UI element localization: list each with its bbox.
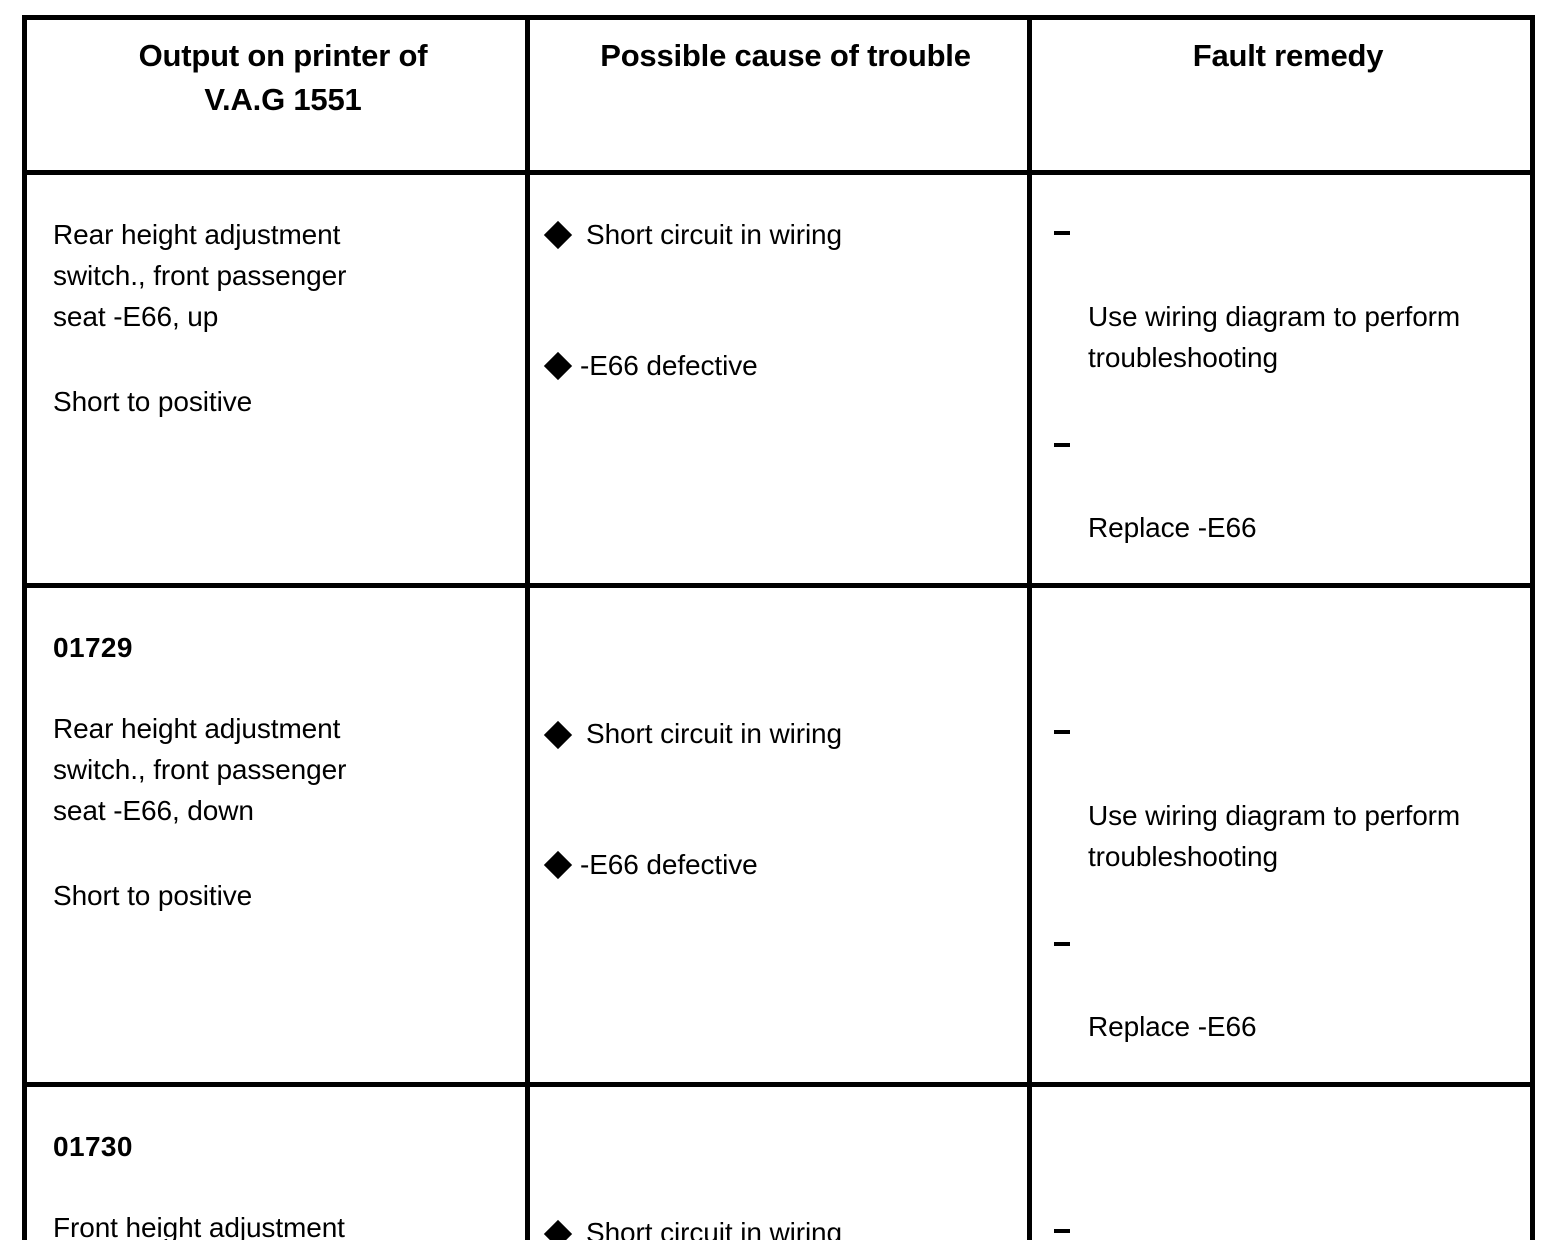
diamond-bullet-icon — [543, 352, 573, 381]
diamond-bullet-icon — [543, 221, 573, 250]
fault-description-text: Rear height adjustment switch., front pa… — [53, 219, 347, 332]
cause-list: Short circuit in wiring -E66 defective — [543, 215, 1009, 387]
fault-remedy-cell: Use wiring diagram to perform troublesho… — [1027, 583, 1535, 1088]
remedy-list-item: Replace -E66 — [1054, 427, 1512, 550]
diamond-bullet-icon — [543, 851, 573, 880]
remedy-list: Use wiring diagram to perform troublesho… — [1054, 1213, 1512, 1240]
table-header-row: Output on printer of V.A.G 1551 Possible… — [22, 15, 1535, 175]
possible-cause-cell: Short circuit in wiring -E66 defective — [525, 169, 1032, 589]
fault-remedy-cell: Use wiring diagram to perform troublesho… — [1027, 169, 1535, 589]
dash-bullet-icon — [1054, 730, 1070, 735]
possible-cause-inner: Short circuit in wiring -E66 defective — [530, 175, 1027, 421]
possible-cause-inner: Short circuit in wiring -E66 defective — [530, 588, 1027, 920]
remedy-list-item: Use wiring diagram to perform troublesho… — [1054, 714, 1512, 878]
remedy-list: Use wiring diagram to perform troublesho… — [1054, 714, 1512, 1048]
cause-list-item: -E66 defective — [543, 346, 1009, 387]
remedy-text: Replace -E66 — [1088, 1011, 1257, 1043]
fault-code-text: 01729 — [53, 632, 133, 664]
table-row: Rear height adjustment switch., front pa… — [22, 169, 1535, 589]
fault-description-cell: Rear height adjustment switch., front pa… — [22, 169, 530, 589]
column-header-possible-cause: Possible cause of trouble — [525, 15, 1032, 175]
fault-description-text: Front height adjustment switch, front pa… — [53, 1212, 345, 1240]
fault-description-cell: 01729 Rear height adjustment switch., fr… — [22, 583, 530, 1088]
cause-list-item: -E66 defective — [543, 845, 1009, 886]
dash-bullet-icon — [1054, 1229, 1070, 1234]
fault-description-cell: 01730 Front height adjustment switch, fr… — [22, 1082, 530, 1240]
fault-condition-text: Short to positive — [53, 879, 253, 911]
remedy-list-item: Use wiring diagram to perform troublesho… — [1054, 1213, 1512, 1240]
cause-list-item: Short circuit in wiring — [543, 714, 1009, 755]
possible-cause-cell: Short circuit in wiring -E65 defective — [525, 1082, 1032, 1240]
cause-list: Short circuit in wiring -E65 defective — [543, 1213, 1009, 1240]
cause-list: Short circuit in wiring -E66 defective — [543, 714, 1009, 886]
remedy-text: Replace -E66 — [1088, 512, 1257, 544]
fault-remedy-inner: Use wiring diagram to perform troublesho… — [1032, 175, 1530, 583]
cause-text: -E66 defective — [580, 849, 758, 880]
cause-text: Short circuit in wiring — [586, 718, 843, 750]
remedy-list-item: Replace -E66 — [1054, 926, 1512, 1049]
possible-cause-cell: Short circuit in wiring -E66 defective — [525, 583, 1032, 1088]
column-header-output-on-printer: Output on printer of V.A.G 1551 — [22, 15, 530, 175]
fault-remedy-cell: Use wiring diagram to perform troublesho… — [1027, 1082, 1535, 1240]
dash-bullet-icon — [1054, 231, 1070, 235]
fault-code-text: 01730 — [53, 1131, 133, 1163]
column-header-fault-remedy-label: Fault remedy — [1192, 38, 1384, 73]
column-header-fault-remedy: Fault remedy — [1027, 15, 1535, 175]
cause-text: -E66 defective — [580, 349, 758, 381]
dash-bullet-icon — [1054, 442, 1070, 447]
cause-text: Short circuit in wiring — [586, 1217, 843, 1240]
remedy-list: Use wiring diagram to perform troublesho… — [1054, 215, 1512, 549]
fault-description-inner: 01729 Rear height adjustment switch., fr… — [27, 588, 525, 950]
diamond-bullet-icon — [543, 1219, 573, 1240]
cause-list-item: Short circuit in wiring — [543, 215, 1009, 256]
fault-description-text: Rear height adjustment switch., front pa… — [53, 713, 347, 826]
diamond-bullet-icon — [543, 720, 573, 749]
possible-cause-inner: Short circuit in wiring -E65 defective — [530, 1087, 1027, 1240]
fault-code-table: Output on printer of V.A.G 1551 Possible… — [22, 15, 1535, 1240]
cause-text: Short circuit in wiring — [586, 219, 843, 250]
fault-remedy-inner: Use wiring diagram to perform troublesho… — [1032, 1087, 1530, 1240]
remedy-list-item: Use wiring diagram to perform troublesho… — [1054, 215, 1512, 379]
fault-remedy-inner: Use wiring diagram to perform troublesho… — [1032, 588, 1530, 1082]
column-header-output-on-printer-label: Output on printer of V.A.G 1551 — [138, 38, 428, 118]
remedy-text: Use wiring diagram to perform troublesho… — [1088, 799, 1461, 872]
fault-description-inner: Rear height adjustment switch., front pa… — [27, 175, 525, 457]
cause-list-item: Short circuit in wiring — [543, 1213, 1009, 1240]
remedy-text: Use wiring diagram to perform troublesho… — [1088, 300, 1461, 373]
fault-condition-text: Short to positive — [53, 385, 253, 417]
table-row: 01730 Front height adjustment switch, fr… — [22, 1082, 1535, 1240]
table-row: 01729 Rear height adjustment switch., fr… — [22, 583, 1535, 1088]
column-header-possible-cause-label: Possible cause of trouble — [600, 38, 971, 73]
dash-bullet-icon — [1054, 941, 1070, 946]
fault-description-inner: 01730 Front height adjustment switch, fr… — [27, 1087, 525, 1240]
